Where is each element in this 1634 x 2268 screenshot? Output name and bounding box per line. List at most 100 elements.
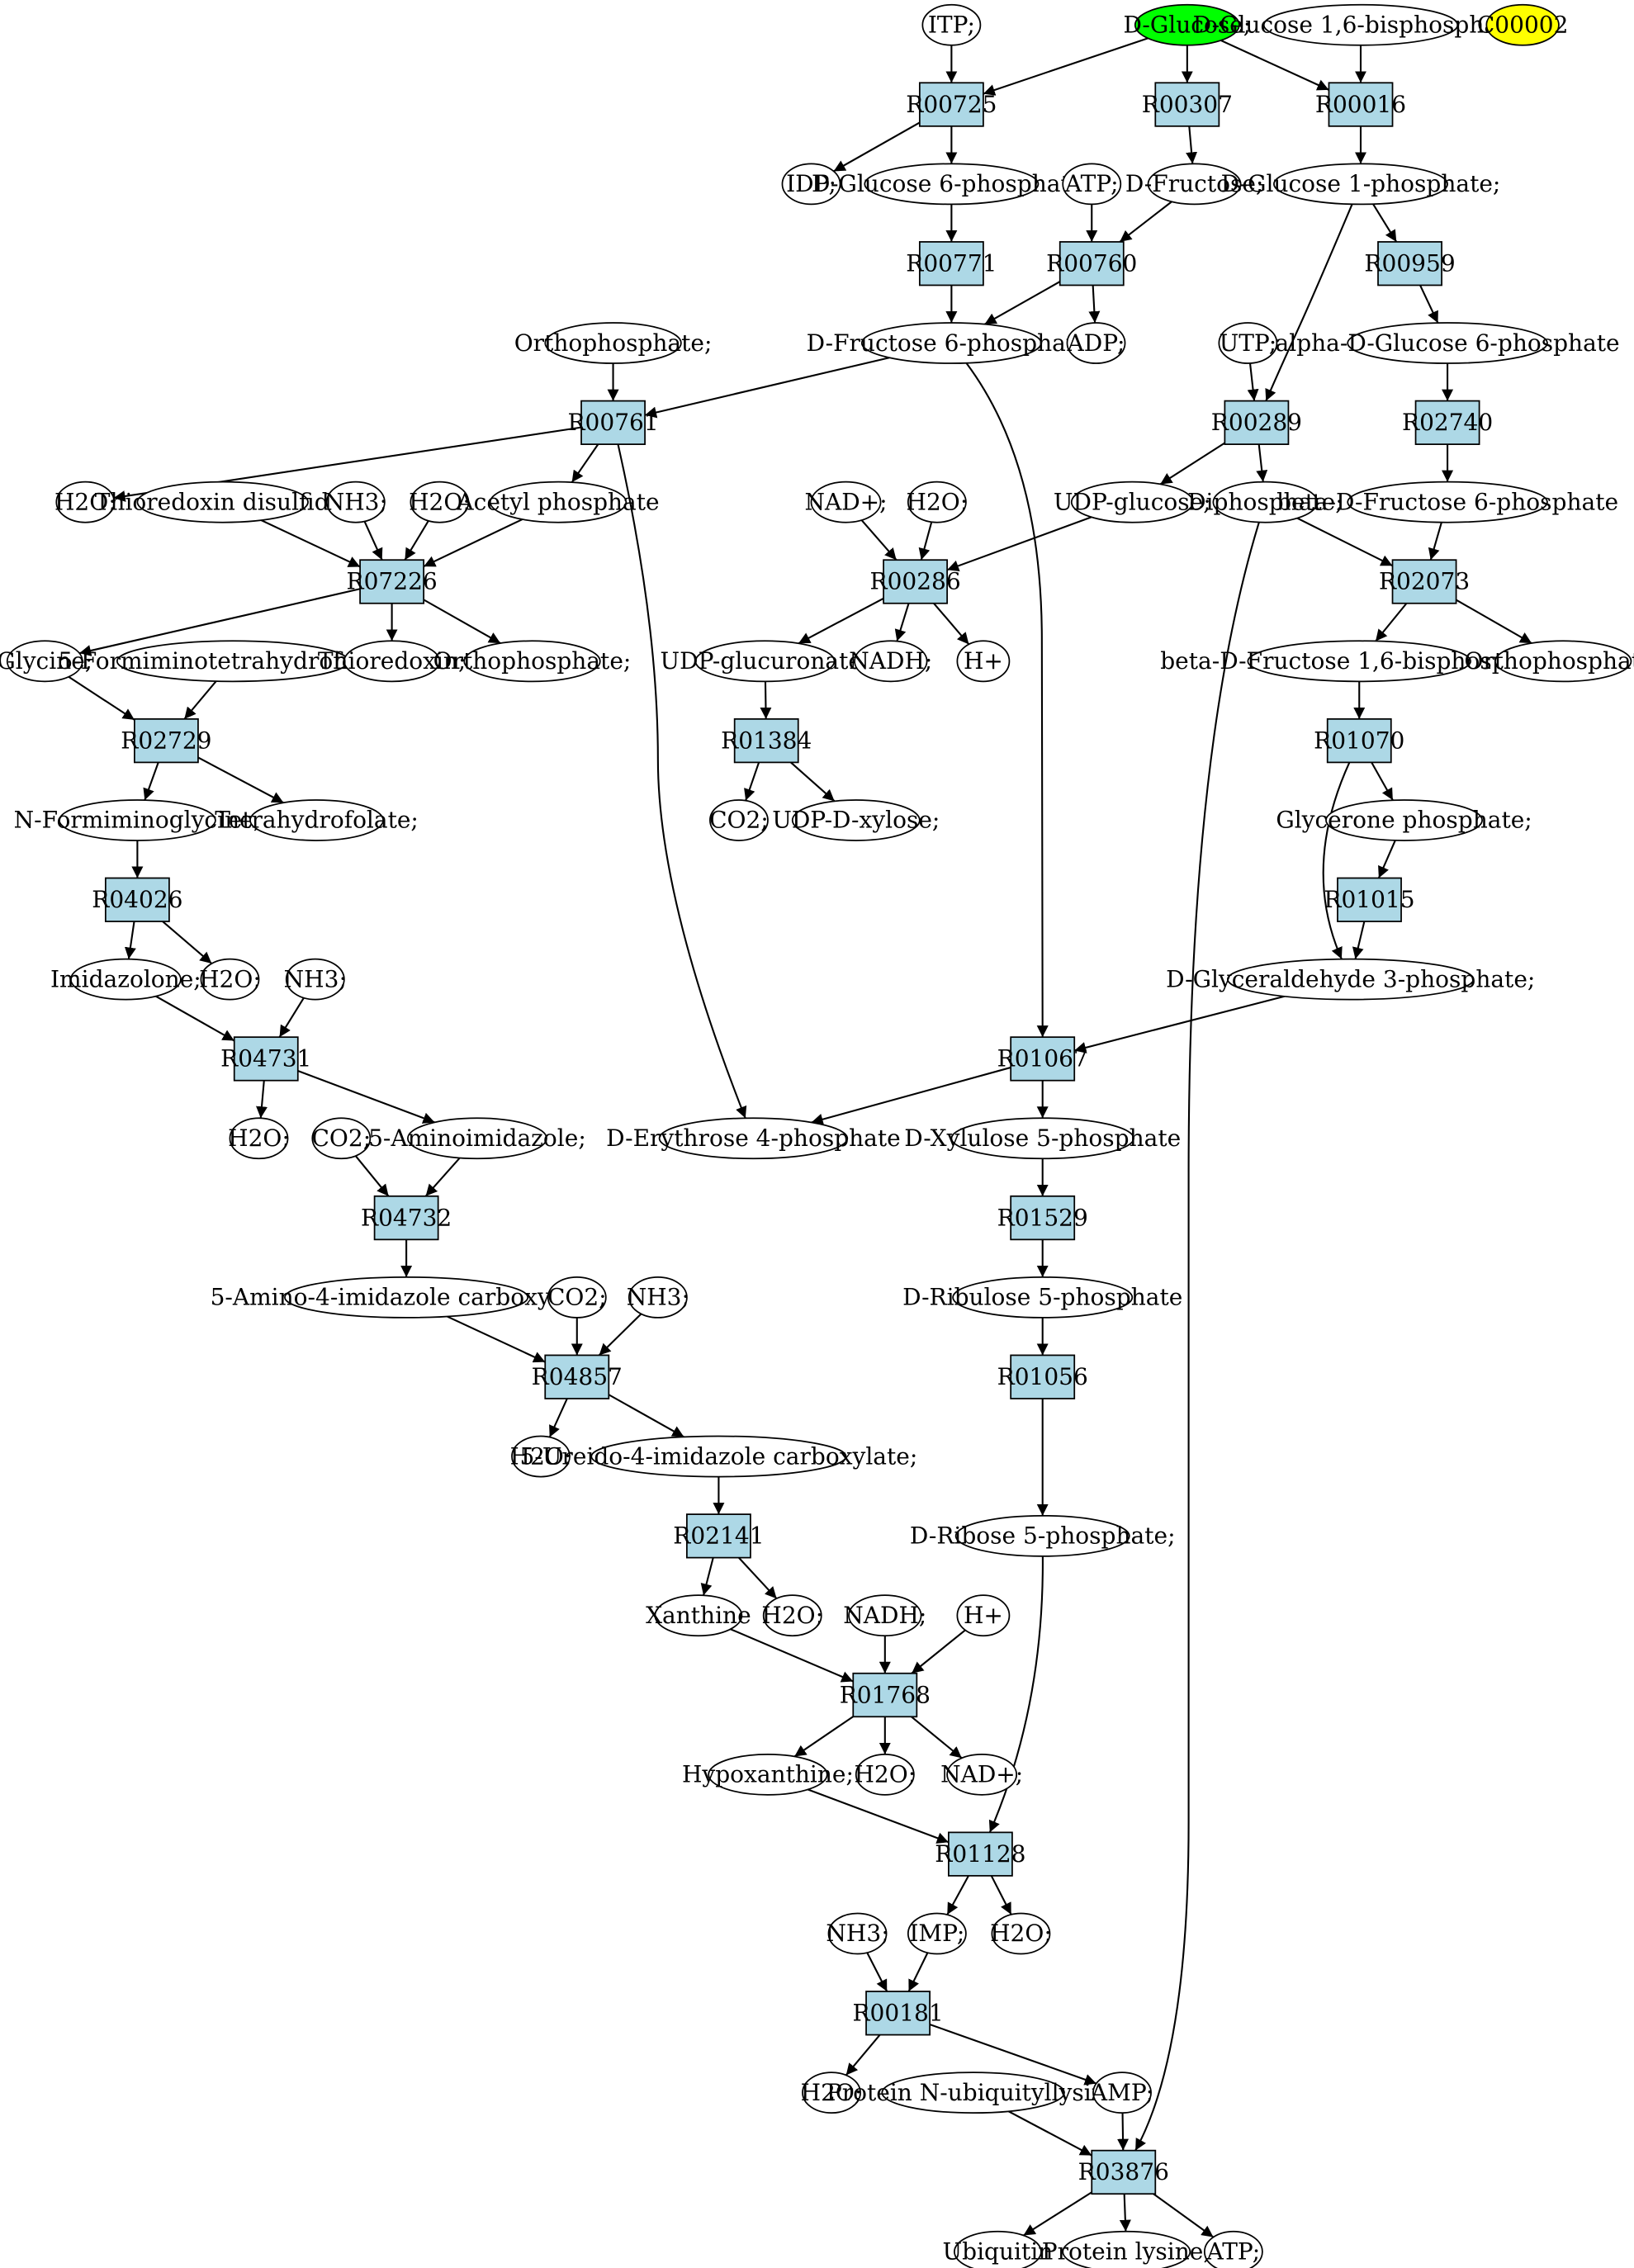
compound-node-glycine[interactable]: Glycine; xyxy=(0,640,92,683)
compound-node-nh3-2[interactable]: NH3; xyxy=(284,958,347,1001)
compound-node-thioredoxin[interactable]: Thioredoxin; xyxy=(318,640,467,683)
reaction-node-r00181[interactable]: R00181 xyxy=(852,1991,944,2036)
compound-node-erythrose-4p[interactable]: D-Erythrose 4-phosphate xyxy=(606,1117,901,1160)
compound-node-d-fructose-6p[interactable]: D-Fructose 6-phosphate; xyxy=(807,322,1096,364)
compound-node-nadh-2[interactable]: NADH; xyxy=(843,1594,926,1637)
reaction-node-r07226[interactable]: R07226 xyxy=(347,559,438,604)
compound-node-ureido[interactable]: 5-Ureido-4-imidazole carboxylate; xyxy=(520,1435,918,1478)
compound-node-thf[interactable]: Tetrahydrofolate; xyxy=(215,799,419,841)
compound-node-nad-1[interactable]: NAD+; xyxy=(804,481,888,523)
compound-node-hplus-2[interactable]: H+ xyxy=(956,1594,1011,1637)
compound-node-glycerone-p[interactable]: Glycerone phosphate; xyxy=(1276,799,1532,841)
reaction-node-r00016[interactable]: R00016 xyxy=(1315,82,1406,127)
compound-node-beta-fru-6p[interactable]: beta-D-Fructose 6-phosphate xyxy=(1276,481,1618,523)
reaction-node-r04857[interactable]: R04857 xyxy=(532,1354,623,1399)
compound-node-h2o-1[interactable]: H2O; xyxy=(54,481,116,523)
compound-node-nadh-1[interactable]: NADH; xyxy=(849,640,932,683)
compound-node-adp[interactable]: ADP; xyxy=(1067,322,1126,364)
compound-node-d-glucose-1p[interactable]: D-Glucose 1-phosphate; xyxy=(1221,163,1501,206)
compound-node-aica[interactable]: 5-Amino-4-imidazole carboxylate; xyxy=(211,1276,603,1319)
compound-node-h2o-3[interactable]: H2O; xyxy=(907,481,969,523)
reaction-node-r04026[interactable]: R04026 xyxy=(92,877,182,922)
compound-node-imp[interactable]: IMP; xyxy=(907,1912,967,1955)
compound-node-ubiquitin[interactable]: Ubiquitin xyxy=(943,2230,1054,2268)
compound-node-idp[interactable]: IDP; xyxy=(781,163,841,206)
compound-node-alpha-glc-6p[interactable]: alpha-D-Glucose 6-phosphate xyxy=(1276,322,1620,364)
compound-node-h2o-7[interactable]: H2O; xyxy=(761,1594,823,1637)
compound-node-ribulose-5p[interactable]: D-Ribulose 5-phosphate xyxy=(902,1276,1182,1319)
compound-node-co2-3[interactable]: CO2; xyxy=(547,1276,607,1319)
reaction-node-r02729[interactable]: R02729 xyxy=(121,717,212,764)
compound-node-h2o-6[interactable]: H2O; xyxy=(510,1435,572,1478)
compound-node-nad-2[interactable]: NAD+; xyxy=(940,1753,1023,1796)
compound-node-co2-1[interactable]: CO2; xyxy=(709,799,769,841)
compound-node-protein-lysine[interactable]: Protein lysine; xyxy=(1042,2230,1211,2268)
edge-r00289-to-diphosphate xyxy=(1256,444,1268,482)
compound-node-hypoxanthine[interactable]: Hypoxanthine; xyxy=(682,1753,854,1796)
compound-node-utp[interactable]: UTP; xyxy=(1218,322,1278,364)
compound-node-gap[interactable]: D-Glyceraldehyde 3-phosphate; xyxy=(1166,958,1535,1001)
compound-node-nh3-1[interactable]: NH3; xyxy=(324,481,387,523)
compound-node-orthophosphate-3[interactable]: Orthophosphate; xyxy=(1464,640,1634,683)
node-label: R01070 xyxy=(1314,727,1404,754)
compound-node-ribose-5p[interactable]: D-Ribose 5-phosphate; xyxy=(910,1514,1176,1557)
compound-node-d-glucose-16bp[interactable]: D-Glucose 1,6-bisphosphate; xyxy=(1193,3,1529,46)
reaction-node-r02740[interactable]: R02740 xyxy=(1402,400,1493,445)
reaction-node-r01070[interactable]: R01070 xyxy=(1314,717,1404,764)
compound-node-h2o-5[interactable]: H2O; xyxy=(228,1117,290,1160)
compound-node-h2o-10[interactable]: H2O; xyxy=(801,2072,863,2114)
compound-node-udp-glucuronate[interactable]: UDP-glucuronate; xyxy=(661,640,870,683)
reaction-node-r01128[interactable]: R01128 xyxy=(935,1831,1026,1877)
compound-node-nh3-3[interactable]: NH3; xyxy=(627,1276,689,1319)
reaction-node-r01384[interactable]: R01384 xyxy=(721,717,812,764)
compound-node-acetyl-phosphate[interactable]: Acetyl phosphate xyxy=(456,481,660,523)
compound-node-atp-1[interactable]: ATP; xyxy=(1062,163,1122,206)
reaction-node-r02141[interactable]: R02141 xyxy=(673,1513,765,1559)
compound-node-h2o-2[interactable]: H2O; xyxy=(409,481,471,523)
compound-node-udp-xylose[interactable]: UDP-D-xylose; xyxy=(772,799,940,841)
reaction-node-r00959[interactable]: R00959 xyxy=(1364,241,1456,286)
compound-node-aminoimidazole[interactable]: 5-Aminoimidazole; xyxy=(368,1117,586,1160)
reaction-node-r01768[interactable]: R01768 xyxy=(840,1672,931,1718)
compound-node-itp[interactable]: ITP; xyxy=(921,3,982,46)
compound-node-orthophosphate-2[interactable]: Orthophosphate; xyxy=(433,640,632,683)
compound-node-co2-2[interactable]: CO2; xyxy=(311,1117,372,1160)
reaction-node-r00307[interactable]: R00307 xyxy=(1142,82,1233,127)
compound-node-h2o-4[interactable]: H2O; xyxy=(199,958,261,1001)
compound-node-thioredoxin-disulfide[interactable]: Thioredoxin disulfide; xyxy=(95,481,351,523)
compound-node-imidazolone[interactable]: Imidazolone; xyxy=(50,958,201,1001)
compound-node-atp-2[interactable]: ATP; xyxy=(1203,2230,1263,2268)
compound-node-diphosphate[interactable]: Diphosphate; xyxy=(1187,481,1343,523)
reaction-node-r02073[interactable]: R02073 xyxy=(1379,559,1470,604)
reaction-node-r03876[interactable]: R03876 xyxy=(1078,2149,1169,2195)
compound-node-orthophosphate-1[interactable]: Orthophosphate; xyxy=(514,322,713,364)
compound-node-n-forminoglycine[interactable]: N-Formiminoglycine; xyxy=(14,799,262,841)
compound-node-xylulose-5p[interactable]: D-Xylulose 5-phosphate xyxy=(904,1117,1181,1160)
reaction-node-r04731[interactable]: R04731 xyxy=(220,1036,311,1082)
compound-node-hplus-1[interactable]: H+ xyxy=(956,640,1011,683)
compound-node-beta-fru-16bp[interactable]: beta-D-Fructose 1,6-bisphosphate xyxy=(1160,640,1558,683)
reaction-node-r00771[interactable]: R00771 xyxy=(906,241,997,286)
compound-node-d-glucose-6p[interactable]: D-Glucose 6-phosphate; xyxy=(812,163,1092,206)
compound-node-d-glucose[interactable]: D-Glucose; xyxy=(1123,3,1251,46)
compound-node-h2o-9[interactable]: H2O; xyxy=(990,1912,1052,1955)
reaction-node-r00761[interactable]: R00761 xyxy=(567,400,659,445)
reaction-node-r01067[interactable]: R01067 xyxy=(997,1036,1088,1082)
reaction-node-r00286[interactable]: R00286 xyxy=(869,559,961,604)
compound-node-h2o-8[interactable]: H2O; xyxy=(854,1753,916,1796)
compound-node-c00002[interactable]: C00002 xyxy=(1477,3,1569,46)
compound-node-xanthine[interactable]: Xanthine xyxy=(646,1594,751,1637)
reaction-node-r00760[interactable]: R00760 xyxy=(1046,241,1137,286)
compound-node-d-fructose[interactable]: D-Fructose; xyxy=(1125,163,1264,206)
reaction-node-r04732[interactable]: R04732 xyxy=(361,1195,452,1241)
compound-node-amp[interactable]: AMP; xyxy=(1090,2072,1153,2114)
compound-node-nh3-4[interactable]: NH3; xyxy=(826,1912,889,1955)
compound-node-udp-glucose[interactable]: UDP-glucose; xyxy=(1054,481,1211,523)
reaction-node-r00725[interactable]: R00725 xyxy=(906,82,997,127)
reaction-node-r01056[interactable]: R01056 xyxy=(997,1354,1088,1399)
reaction-node-r01529[interactable]: R01529 xyxy=(997,1195,1088,1241)
node-label: H2O; xyxy=(907,488,969,515)
reaction-node-r00289[interactable]: R00289 xyxy=(1211,400,1302,445)
reaction-node-r01015[interactable]: R01015 xyxy=(1324,877,1415,922)
compound-node-protein-ub-lys[interactable]: Protein N-ubiquityllysine xyxy=(826,2072,1120,2114)
